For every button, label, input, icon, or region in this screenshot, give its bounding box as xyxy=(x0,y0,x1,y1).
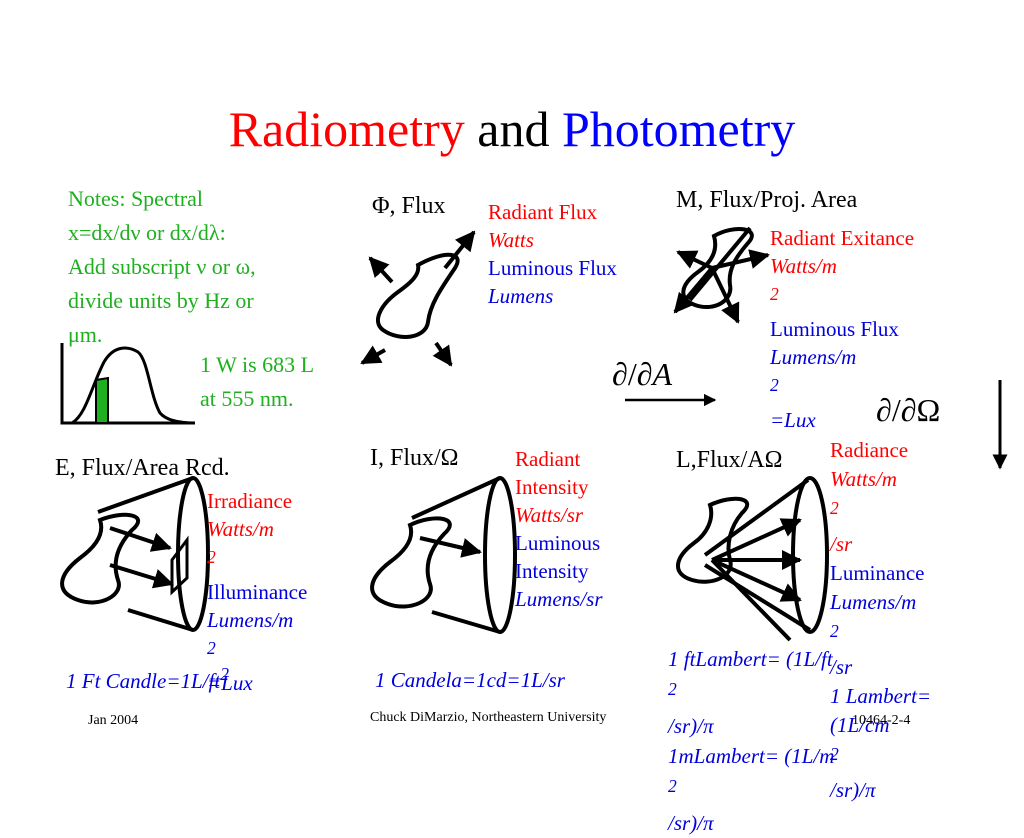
notes-line: Add subscript ν or ω, xyxy=(68,254,256,279)
radiant-intensity-label-2: Intensity xyxy=(515,475,589,499)
watt-lumen-note: 1 W is 683 L at 555 nm. xyxy=(200,348,314,416)
radiant-flux-label: Radiant Flux xyxy=(488,200,598,224)
page-title: Radiometry and Photometry xyxy=(0,100,1024,158)
radiance-cone-diagram xyxy=(676,476,829,642)
radiance-label: Radiance xyxy=(830,438,909,462)
radiant-intensity-label: Radiant xyxy=(515,447,581,471)
lambert-definition: 1 Lambert= xyxy=(830,684,932,708)
luminous-intensity-label-2: Intensity xyxy=(515,559,589,583)
luminance-label: Luminance xyxy=(830,561,925,585)
exitance-luminous-label: Luminous Flux xyxy=(770,317,899,341)
notes-line: x=dx/dν or dx/dλ: xyxy=(68,220,226,245)
candela-note: 1 Candela=1cd=1L/sr xyxy=(375,668,565,692)
title-photometry: Photometry xyxy=(561,101,796,157)
watt-lumen-line: 1 W is 683 L xyxy=(200,352,315,377)
footer-date: Jan 2004 xyxy=(88,713,139,728)
diagram-drawings xyxy=(60,226,1008,642)
footer-author: Chuck DiMarzio, Northeastern University xyxy=(370,710,607,725)
intensity-heading: I, Flux/Ω xyxy=(370,445,459,471)
intensity-cone-diagram xyxy=(370,476,517,634)
exitance-diagram xyxy=(673,226,770,324)
notes-line: divide units by Hz or xyxy=(68,288,254,313)
title-and: and xyxy=(464,101,562,157)
luminous-intensity-label: Luminous xyxy=(515,531,601,555)
luminous-flux-unit: Lumens xyxy=(488,284,554,308)
flux-heading: Φ, Flux xyxy=(372,193,446,219)
footer-page-number: 10464-2-4 xyxy=(852,713,911,728)
notes-line: Notes: Spectral xyxy=(68,186,204,211)
radiance-heading: L,Flux/AΩ xyxy=(676,447,783,473)
notes-line: μm. xyxy=(68,322,103,347)
radiant-exitance-label: Radiant Exitance xyxy=(770,226,915,250)
radiant-intensity-unit: Watts/sr xyxy=(515,503,584,527)
flux-source-diagram xyxy=(360,230,476,367)
derivative-omega: ∂/∂Ω xyxy=(876,392,941,428)
spectrum-sketch xyxy=(60,343,196,425)
title-radiometry: Radiometry xyxy=(228,101,465,157)
radiant-flux-unit: Watts xyxy=(488,228,534,252)
exitance-heading: M, Flux/Proj. Area xyxy=(676,187,858,213)
foot-candle-note: 1 Ft Candle=1L/ft2 xyxy=(66,664,229,693)
irradiance-cone-diagram xyxy=(60,476,210,632)
watt-lumen-line: at 555 nm. xyxy=(200,386,294,411)
derivative-area: ∂/∂A xyxy=(612,356,673,392)
intensity-units: Radiant Intensity Watts/sr Luminous Inte… xyxy=(515,445,603,613)
illuminance-label: Illuminance xyxy=(207,580,308,604)
irradiance-heading: E, Flux/Area Rcd. xyxy=(55,455,230,481)
luminous-intensity-unit: Lumens/sr xyxy=(515,587,603,611)
flux-units: Radiant Flux Watts Luminous Flux Lumens xyxy=(488,198,617,310)
irradiance-label: Irradiance xyxy=(207,489,293,513)
spectral-notes: Notes: Spectral x=dx/dν or dx/dλ: Add su… xyxy=(68,182,256,352)
illuminance-unit-lux: =Lux xyxy=(207,671,253,695)
luminous-flux-label: Luminous Flux xyxy=(488,256,617,280)
